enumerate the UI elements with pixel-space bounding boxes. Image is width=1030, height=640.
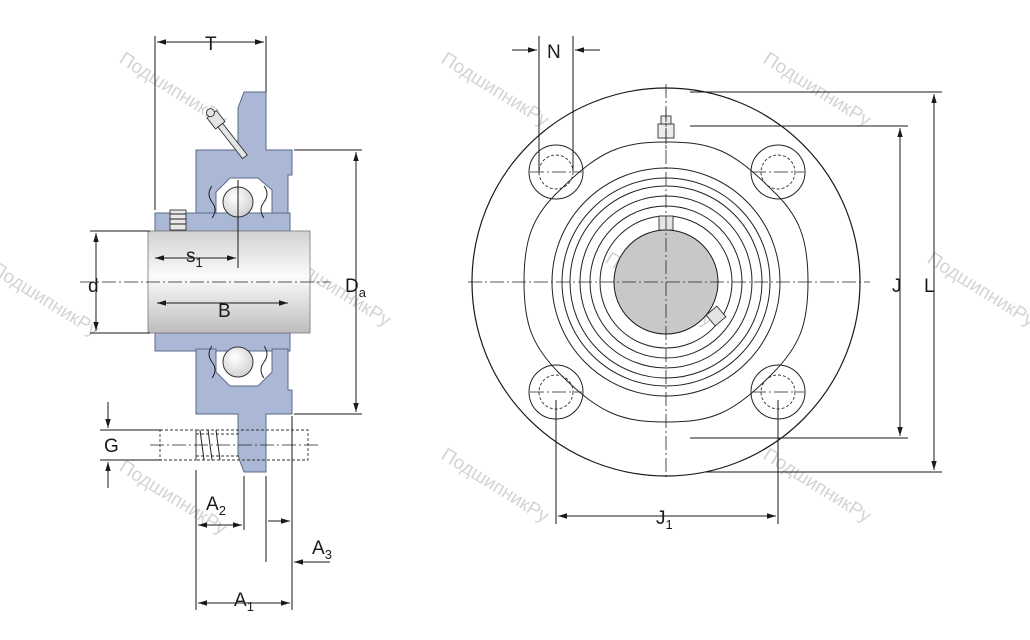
label-A2-main: A bbox=[206, 494, 219, 515]
label-A2-sub: 2 bbox=[219, 503, 226, 518]
label-A3-main: A bbox=[312, 538, 325, 559]
label-s1-main: s bbox=[186, 246, 196, 267]
label-A3-sub: 3 bbox=[325, 547, 332, 562]
front-view: N J L J1 bbox=[468, 36, 942, 532]
side-view: T s1 d B Da G A2 A3 A1 bbox=[80, 34, 367, 614]
label-d: d bbox=[88, 276, 99, 297]
label-Da-main: D bbox=[345, 276, 359, 297]
set-screw bbox=[169, 209, 187, 231]
set-screw-front-angled bbox=[705, 305, 727, 327]
label-B: B bbox=[218, 301, 231, 322]
watermark: ПодшипникРу bbox=[759, 444, 875, 527]
label-A1: A1 bbox=[234, 590, 254, 614]
label-T: T bbox=[205, 34, 217, 55]
label-J1-sub: 1 bbox=[666, 517, 673, 532]
housing-lower bbox=[195, 348, 293, 473]
bolt-hole bbox=[760, 154, 796, 190]
watermark: ПодшипникРу bbox=[437, 444, 553, 527]
watermark: ПодшипникРу bbox=[0, 258, 103, 341]
insert-ring-lower bbox=[154, 332, 291, 352]
label-A3: A3 bbox=[312, 538, 332, 562]
watermark: ПодшипникРу bbox=[437, 48, 553, 131]
watermark: ПодшипникРу bbox=[923, 248, 1030, 331]
ball-lower bbox=[222, 346, 254, 378]
label-Da-sub: a bbox=[359, 285, 367, 300]
label-L: L bbox=[924, 276, 935, 297]
label-G: G bbox=[104, 436, 119, 457]
label-s1: s1 bbox=[186, 246, 203, 270]
grease-nipple-side bbox=[206, 108, 248, 160]
mounting-bolt bbox=[150, 429, 318, 461]
label-N: N bbox=[547, 42, 561, 63]
label-Da: Da bbox=[345, 276, 367, 300]
label-A1-sub: 1 bbox=[247, 599, 254, 614]
label-J1-main: J bbox=[656, 508, 666, 529]
label-J1: J1 bbox=[656, 508, 673, 532]
flange-profile bbox=[523, 141, 809, 423]
label-s1-sub: 1 bbox=[196, 255, 203, 270]
watermark: ПодшипникРу bbox=[759, 48, 875, 131]
label-A1-main: A bbox=[234, 590, 247, 611]
label-J: J bbox=[892, 276, 902, 297]
label-A2: A2 bbox=[206, 494, 226, 518]
